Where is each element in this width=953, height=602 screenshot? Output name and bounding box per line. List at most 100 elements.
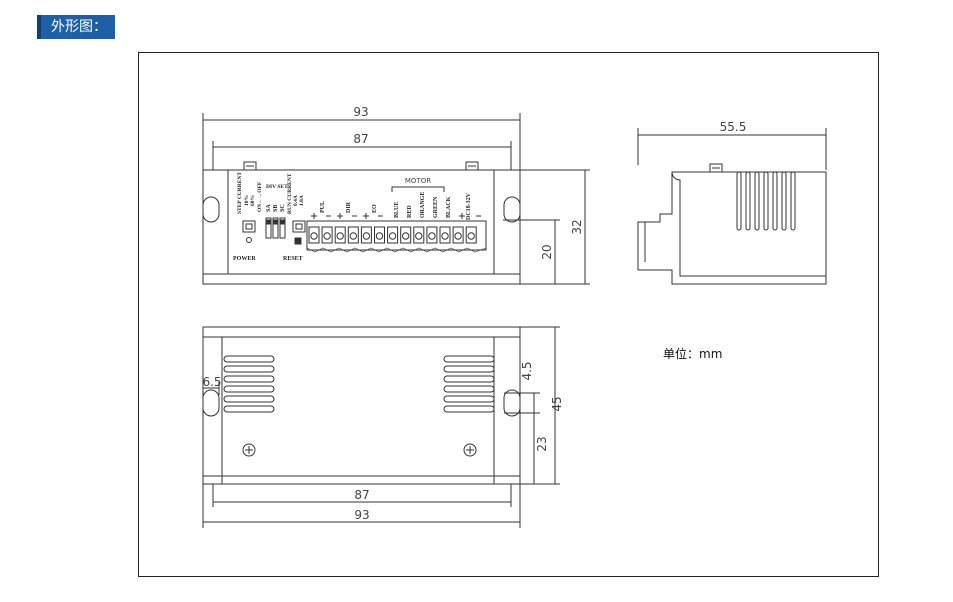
top-dim-87: 87 [354,488,369,502]
polarity-signs [311,213,481,219]
section-heading: 外形图： [37,15,115,39]
terminal-black-label: BLACK [446,196,452,218]
vent-slot [443,385,495,393]
front-body [202,169,521,285]
vent-slot [223,355,275,363]
vent-slots-right [443,355,495,413]
terminal-red-label: RED [407,205,413,218]
terminal-strip [306,220,487,251]
terminal-screw [402,232,410,240]
terminal-screw [388,232,397,240]
vent-slot [223,395,275,403]
terminal-block [308,226,320,244]
step-current-opt-1: 10% [244,195,250,206]
heatsink-fin [736,171,742,231]
terminal-green-label: GREEN [433,196,439,218]
top-dim-23: 23 [535,436,549,451]
terminal-orange-label: ORANGE [420,192,426,218]
step-current-label: STEP CURRENT [237,172,243,214]
heatsink-fin [745,171,751,231]
dip-switch-sc [279,217,286,239]
power-led [246,237,252,243]
vent-slot [443,355,495,363]
reset-label: RESET [283,256,303,262]
terminal-eo-label: EO [372,204,378,213]
front-slot-left [202,196,220,223]
step-current-opt-2: 60% [250,195,256,206]
terminal-block [413,226,425,244]
heatsink-fin [763,171,769,231]
vent-slot [223,375,275,383]
terminal-block [387,226,399,244]
terminal-power-label: DC18-32V [466,192,472,220]
heatsink-fin [781,171,787,231]
heatsink-fins [736,171,796,231]
ground-symbol-right [462,161,482,171]
motor-group-label: MOTOR [405,177,431,185]
terminal-block [452,226,464,244]
run-current-opt-2: 1.8A [299,195,305,206]
front-dim-32: 32 [570,219,584,234]
div-switch-sb: SB [273,205,279,212]
terminal-block [334,226,346,244]
ground-symbol-left [240,161,260,171]
side-view: 55.5 [637,120,827,285]
terminal-screw [336,232,344,240]
heatsink-fin [772,171,778,231]
terminal-screw [454,232,462,240]
front-view: 93 87 STEP CURRENT 10% 60% ON←→OFF DIV S… [202,105,590,285]
div-switch-sa: SA [266,204,272,212]
motor-bracket [391,186,445,192]
top-slot-left [202,389,220,417]
vent-slot [443,375,495,383]
div-set-label: DIV SET [266,184,288,190]
drawing-frame [138,52,879,577]
screw-left [242,443,256,457]
terminal-block [465,226,477,244]
terminal-block [321,226,333,244]
terminal-block [360,226,372,244]
side-dim-55-5: 55.5 [720,120,747,134]
vent-slot [223,385,275,393]
top-dim-93: 93 [354,508,369,522]
terminal-dir-label: DIR [346,201,352,213]
terminal-screw [428,232,436,240]
terminal-screw [467,232,475,240]
terminal-screw [349,232,357,240]
vent-slot [443,405,495,413]
terminal-block [347,226,359,244]
vent-slot [223,405,275,413]
side-body [637,171,827,285]
front-dim-93: 93 [353,105,368,119]
vent-slot [223,365,275,373]
terminal-screw [362,232,371,240]
dip-switch-sa [265,217,272,239]
on-off-label: ON←→OFF [257,181,263,212]
vent-slot [443,395,495,403]
terminal-block [400,226,412,244]
screw-right [463,443,477,457]
terminal-screw [375,232,384,240]
top-dim-4-5: 4.5 [520,361,534,380]
step-current-switch [242,220,256,233]
terminal-screw [323,232,331,240]
heatsink-fin [754,171,760,231]
terminal-blue-label: BLUE [394,202,400,218]
run-current-label: RUN CURRENT [287,173,293,214]
terminal-screw [415,232,423,240]
terminal-pul-label: PUL [320,201,326,213]
top-dim-6-5: 6.5 [202,375,221,389]
terminal-screw [441,232,449,240]
dip-switch-sb [272,217,279,239]
top-view: 6.5 87 93 4.5 23 45 [202,326,564,528]
top-dim-45: 45 [550,396,564,411]
terminal-block [374,226,385,244]
reset-button [294,237,302,245]
unit-note: 单位：mm [663,346,722,361]
top-body [202,326,521,485]
terminal-screw [310,232,318,240]
vent-slot [443,365,495,373]
top-slot-right [503,389,521,417]
run-current-opt-1: 0.4A [293,195,299,206]
